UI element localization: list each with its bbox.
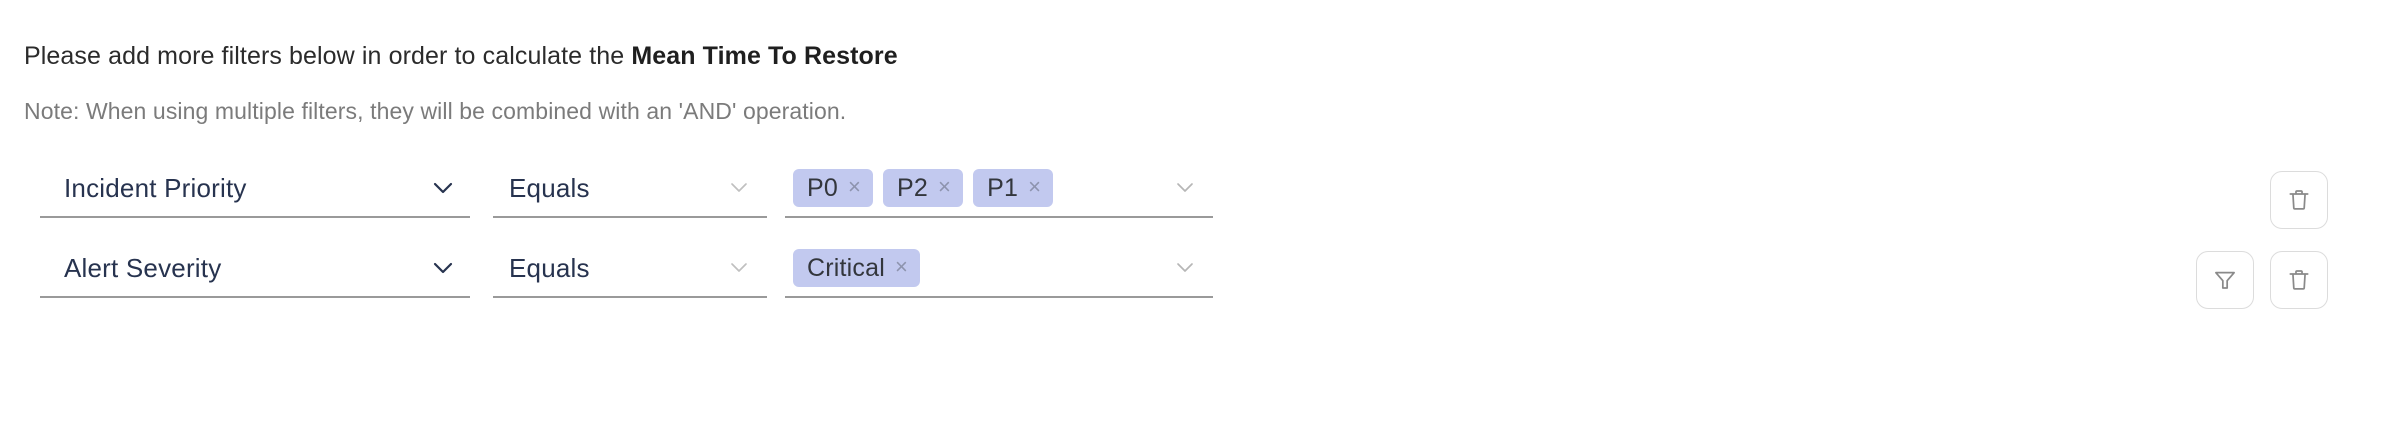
filter-attribute-select[interactable]: Incident Priority <box>40 160 470 218</box>
filter-row: Alert Severity Equals Cr <box>0 240 2408 320</box>
funnel-icon <box>2212 267 2238 293</box>
value-chip-label: P2 <box>897 173 929 202</box>
filter-operator-select[interactable]: Equals <box>493 160 767 218</box>
value-chip[interactable]: P0 × <box>793 169 874 207</box>
close-icon[interactable]: × <box>895 254 909 279</box>
filter-value-chips: Critical × <box>785 249 921 287</box>
filter-attribute-value: Alert Severity <box>64 252 222 283</box>
value-chip-label: P0 <box>807 173 838 202</box>
value-chip[interactable]: P1 × <box>973 169 1054 207</box>
value-chip[interactable]: Critical × <box>793 249 921 287</box>
filter-rows: Incident Priority Equals <box>0 160 2408 320</box>
apply-filter-button[interactable] <box>2196 251 2254 309</box>
page-title-prefix: Please add more filters below in order t… <box>24 42 632 70</box>
value-chip-label: Critical <box>807 253 885 282</box>
value-chip-label: P1 <box>987 173 1019 202</box>
chevron-down-icon[interactable] <box>430 255 456 281</box>
filter-row: Incident Priority Equals <box>0 160 2408 240</box>
filter-operator-value: Equals <box>509 172 590 203</box>
close-icon[interactable]: × <box>938 174 952 199</box>
chevron-down-icon[interactable] <box>727 175 753 201</box>
filter-attribute-value: Incident Priority <box>64 172 247 203</box>
delete-filter-button[interactable] <box>2270 251 2328 309</box>
close-icon[interactable]: × <box>1028 174 1042 199</box>
filter-operator-select[interactable]: Equals <box>493 240 767 298</box>
filter-operator-value: Equals <box>509 252 590 283</box>
filter-value-chips: P0 × P2 × P1 × <box>785 169 1054 207</box>
value-chip[interactable]: P2 × <box>883 169 964 207</box>
chevron-down-icon[interactable] <box>727 255 753 281</box>
chevron-down-icon[interactable] <box>1173 255 1199 281</box>
page-title: Please add more filters below in order t… <box>24 40 898 72</box>
filter-attribute-select[interactable]: Alert Severity <box>40 240 470 298</box>
chevron-down-icon[interactable] <box>1173 175 1199 201</box>
filter-row-actions <box>2196 251 2328 309</box>
filter-row-actions <box>2270 171 2328 229</box>
filter-value-select[interactable]: P0 × P2 × P1 × <box>785 160 1213 218</box>
trash-icon <box>2286 267 2312 293</box>
note-text: Note: When using multiple filters, they … <box>24 98 847 124</box>
filter-value-select[interactable]: Critical × <box>785 240 1213 298</box>
chevron-down-icon[interactable] <box>430 175 456 201</box>
delete-filter-button[interactable] <box>2270 171 2328 229</box>
page-title-metric: Mean Time To Restore <box>631 42 898 70</box>
close-icon[interactable]: × <box>847 174 862 199</box>
trash-icon <box>2286 187 2312 213</box>
